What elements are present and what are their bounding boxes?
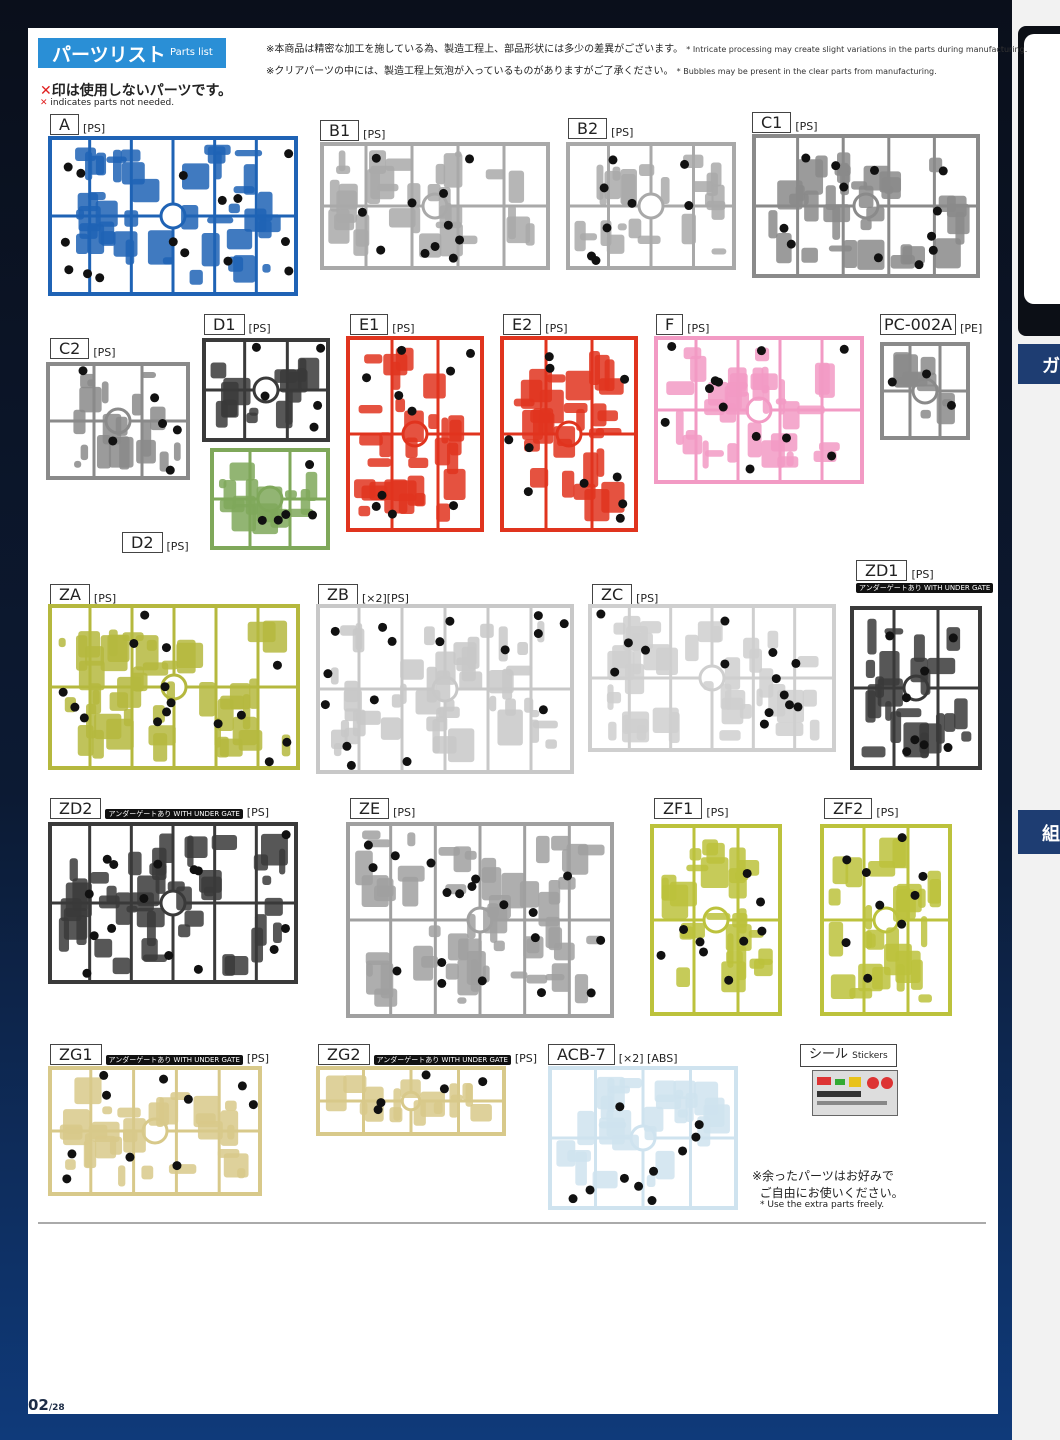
runner-c2	[46, 362, 190, 480]
section-divider	[38, 1222, 986, 1224]
next-page-tab-1: ガ	[1018, 344, 1060, 384]
runner-c1	[752, 134, 980, 278]
extra-parts-note: ※余ったパーツはお好みで ご自由にお使いください。	[752, 1169, 904, 1200]
next-page-tab-2: 組	[1018, 810, 1060, 854]
runner-label-zf2: ZF2[PS]	[824, 798, 899, 819]
runner-zb	[316, 604, 574, 774]
runner-label-ze: ZE[PS]	[350, 798, 415, 819]
runner-label-e2: E2[PS]	[503, 314, 568, 335]
runner-label-d1: D1[PS]	[204, 314, 271, 335]
runner-label-c2: C2[PS]	[50, 338, 116, 359]
runner-za	[48, 604, 300, 770]
runner-label-za: ZA[PS]	[50, 584, 116, 605]
runner-label-e1: E1[PS]	[350, 314, 415, 335]
runner-ze	[346, 822, 614, 1018]
next-page-dark-panel	[1018, 26, 1060, 336]
runner-e1	[346, 336, 484, 532]
runner-d2	[210, 448, 330, 550]
page-number: 02/28	[28, 1396, 65, 1414]
not-needed-legend-en: ✕ indicates parts not needed.	[40, 98, 175, 108]
sticker-label: シール Stickers	[800, 1044, 897, 1067]
runner-zc	[588, 604, 836, 752]
runner-zf2	[820, 824, 952, 1016]
runner-zg2	[316, 1066, 506, 1136]
runner-label-c1: C1[PS]	[752, 112, 818, 133]
runner-label-pc002a: PC-002A[PE]	[880, 314, 982, 335]
runner-zg1	[48, 1066, 262, 1196]
runner-label-zb: ZB[×2][PS]	[318, 584, 409, 605]
runner-label-f: F[PS]	[656, 314, 709, 335]
runner-label-zc: ZC[PS]	[592, 584, 658, 605]
runner-f	[654, 336, 864, 484]
runner-label-a: A[PS]	[50, 114, 105, 135]
extra-parts-note-en: * Use the extra parts freely.	[760, 1200, 885, 1210]
runner-zd1	[850, 606, 982, 770]
not-needed-legend: ✕印は使用しないパーツです。	[40, 83, 233, 99]
runner-label-acb7: ACB-7[×2] [ABS]	[548, 1044, 678, 1065]
runner-a	[48, 136, 298, 296]
manufacturing-note: ※本商品は精密な加工を施している為、製造工程上、部品形状には多少の差異がございま…	[266, 44, 1028, 55]
runner-label-d2: D2[PS]	[122, 532, 189, 553]
runner-label-zf1: ZF1[PS]	[654, 798, 729, 819]
runner-zd2	[48, 822, 298, 984]
runner-label-zd1: ZD1[PS]	[856, 560, 934, 581]
sticker-sheet	[812, 1070, 898, 1116]
parts-list-title: パーツリスト Parts list	[38, 38, 226, 68]
runner-label-b2: B2[PS]	[568, 118, 633, 139]
runner-e2	[500, 336, 638, 532]
runner-pc002a	[880, 342, 970, 440]
runner-acb7	[548, 1066, 738, 1210]
runner-zf1	[650, 824, 782, 1016]
runner-b2	[566, 142, 736, 270]
runner-label-b1: B1[PS]	[320, 120, 385, 141]
runner-b1	[320, 142, 550, 270]
runner-d1	[202, 338, 330, 442]
bubbles-note: ※クリアパーツの中には、製造工程上気泡が入っているものがありますがご了承ください…	[266, 66, 937, 77]
zd1-under-gate-badge: アンダーゲートあり WITH UNDER GATE	[856, 583, 994, 593]
